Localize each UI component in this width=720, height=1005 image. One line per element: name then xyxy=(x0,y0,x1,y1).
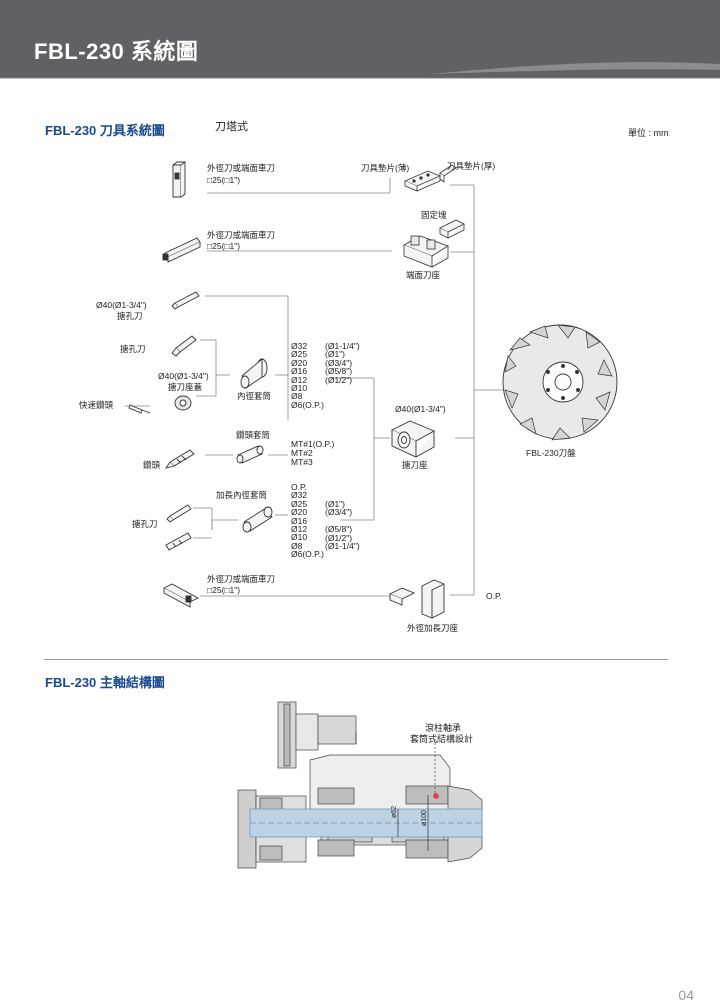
tool-pad-thick-label: 刀具墊片(厚) xyxy=(447,161,496,171)
quick-drill-icon xyxy=(128,404,151,414)
id-sleeve-icon xyxy=(240,358,268,389)
od-face-size-1-label: □25(□1") xyxy=(207,175,241,185)
od-face-size-2-label: □25(□1") xyxy=(207,241,241,251)
drill-bit-label: 鑽頭 xyxy=(143,460,161,470)
ext-id-sleeve-icon xyxy=(242,506,273,533)
boring-sleeve-name-label: 搪刀座蓋 xyxy=(168,382,203,392)
page-header: FBL-230 系統圖 xyxy=(0,0,720,79)
unit-label: 單位 : mm xyxy=(628,128,669,138)
fixing-block-icon xyxy=(439,219,465,239)
boring-bar-2a-icon xyxy=(166,504,192,523)
od-face-tool-1-label: 外徑刀或端面車刀 xyxy=(207,163,276,173)
tool-pad-thick-icon xyxy=(439,164,457,183)
boring-holder-icon xyxy=(390,420,436,458)
boring-holder-label: 搪刀座 xyxy=(402,460,428,470)
tool-system-subtitle: 刀塔式 xyxy=(215,121,248,133)
quick-drill-label: 快速鑽頭 xyxy=(79,400,114,410)
spindle-title: FBL-230 主軸結構圖 xyxy=(45,675,165,690)
specs-group-3-right: (Ø1") (Ø3/4") (Ø5/8") (Ø1/2") (Ø1-1/4") xyxy=(325,499,360,551)
header-swoosh-graphic xyxy=(0,62,720,79)
turret-icon xyxy=(502,324,618,441)
page-number: 04 xyxy=(678,987,694,1003)
boring-bar-1-label: 搪孔刀 xyxy=(120,344,146,354)
boring-bar-2-label: 搪孔刀 xyxy=(132,519,158,529)
boring-bar-40-name-label: 搪孔刀 xyxy=(117,311,143,321)
dim-inner-label: ø62 xyxy=(391,805,398,818)
boring-holder-size-label: Ø40(Ø1-3/4") xyxy=(395,404,446,414)
boring-sleeve-cover-icon xyxy=(174,395,192,411)
boring-sleeve-size-label: Ø40(Ø1-3/4") xyxy=(158,371,209,381)
od-face-tool-3-label: 外徑刀或端面車刀 xyxy=(207,574,276,584)
spindle-drawing xyxy=(237,701,483,869)
od-face-size-3-label: □25(□1") xyxy=(207,585,241,595)
od-face-tool-2-icon xyxy=(162,237,201,263)
ext-id-sleeve-label: 加長內徑套筒 xyxy=(216,490,268,500)
spindle-callout-line2: 套筒式結構設計 xyxy=(410,734,474,744)
boring-bar-2b-icon xyxy=(165,532,192,551)
op-label: O.P. xyxy=(486,591,502,601)
specs-group-2: MT#1(O.P.) MT#2 MT#3 xyxy=(291,439,335,467)
ext-od-holder-label: 外徑加長刀座 xyxy=(407,623,459,633)
od-face-tool-3-icon xyxy=(163,583,199,608)
spindle-callout-line1: 滾柱軸承 xyxy=(425,723,462,733)
boring-bar-40-size-label: Ø40(Ø1-3/4") xyxy=(96,300,147,310)
face-holder-icon xyxy=(403,235,449,268)
od-face-tool-2-label: 外徑刀或端面車刀 xyxy=(207,230,276,240)
page-title: FBL-230 系統圖 xyxy=(34,39,199,64)
specs-group-3-left: O.P. Ø32 Ø25 Ø20 Ø16 Ø12 Ø10 Ø8 Ø6(O.P.) xyxy=(291,482,324,560)
ext-od-holder-icon xyxy=(388,579,445,619)
fixing-block-label: 固定塊 xyxy=(421,210,447,220)
drill-sleeve-icon xyxy=(236,445,264,464)
section-divider xyxy=(44,659,668,660)
drill-bit-icon xyxy=(164,449,195,469)
od-face-tool-1-icon xyxy=(172,161,186,198)
tool-system-title: FBL-230 刀具系統圖 xyxy=(45,123,165,138)
boring-bar-1-icon xyxy=(171,335,197,357)
id-sleeve-label: 內徑套筒 xyxy=(237,391,272,401)
tool-pad-thin-label: 刀具墊片(薄) xyxy=(361,163,410,173)
connector-lines xyxy=(125,178,503,597)
dim-outer-label: ø100 xyxy=(421,810,428,826)
specs-group-1-left: Ø32 Ø25 Ø20 Ø16 Ø12 Ø10 Ø8 Ø6(O.P.) xyxy=(291,341,324,410)
boring-bar-40-icon xyxy=(171,291,200,310)
drill-sleeve-label: 鑽頭套筒 xyxy=(236,430,271,440)
turret-label: FBL-230刀盤 xyxy=(526,448,576,458)
face-holder-label: 端面刀座 xyxy=(406,270,441,280)
specs-group-1-right: (Ø1-1/4") (Ø1") (Ø3/4") (Ø5/8") (Ø1/2") xyxy=(325,341,360,385)
